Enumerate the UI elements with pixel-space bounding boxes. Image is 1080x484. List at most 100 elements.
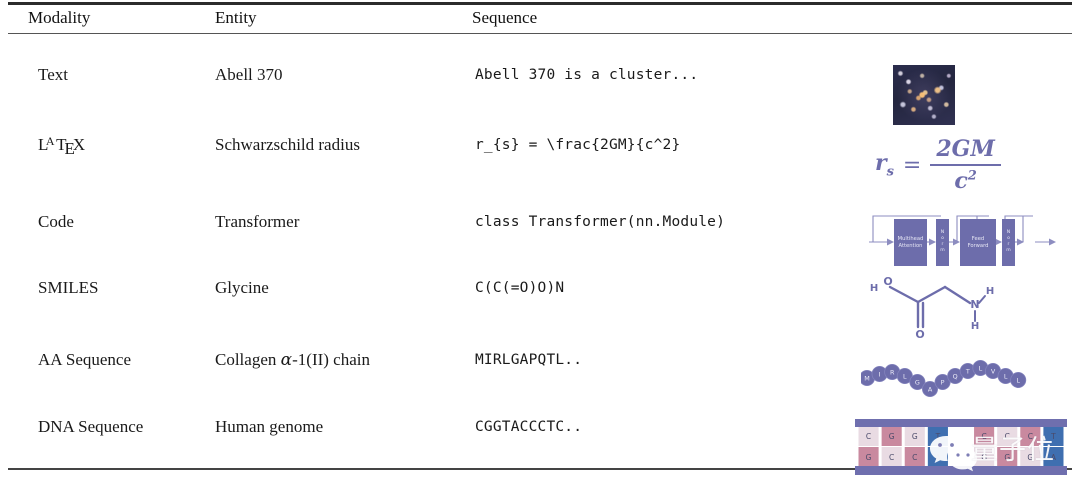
- svg-text:O: O: [883, 275, 892, 288]
- cell-sequence: CGGTACCCTC..: [475, 419, 583, 435]
- dna-base-top: [1020, 426, 1041, 446]
- cell-visual: rs = 2GM c2: [855, 132, 1077, 198]
- amino-acid-bead: [922, 381, 939, 398]
- cell-sequence: class Transformer(nn.Module): [475, 214, 726, 230]
- svg-text:H: H: [971, 321, 979, 332]
- latex-e: E: [64, 139, 75, 158]
- dna-backbone-bottom: [855, 466, 1067, 475]
- amino-acid-bead-label: A: [928, 386, 933, 394]
- table-row: Text Abell 370 Abell 370 is a cluster...: [0, 62, 1080, 128]
- latex-l: L: [38, 135, 49, 154]
- dna-base-label-top: C: [1028, 432, 1033, 441]
- cell-entity: Abell 370: [215, 65, 283, 84]
- schwarzschild-radius-formula: rs = 2GM c2: [875, 134, 1001, 196]
- amino-acid-bead-label: L: [1004, 373, 1008, 381]
- dna-base-label-bottom: C: [912, 453, 917, 462]
- dna-base-label-bottom: A: [1051, 453, 1057, 462]
- amino-acid-bead-label: Q: [953, 373, 958, 381]
- dna-base-bottom: [858, 447, 879, 467]
- formula-fraction: 2GM c2: [930, 136, 1001, 194]
- entity-alpha-symbol: α: [280, 350, 293, 370]
- formula-c: c: [954, 168, 968, 194]
- glycine-structure-diagram: O H O N H H: [865, 275, 1075, 341]
- svg-text:N: N: [1007, 229, 1010, 235]
- svg-text:N: N: [970, 298, 979, 311]
- column-header-sequence: Sequence: [472, 8, 538, 27]
- amino-acid-bead: [1010, 371, 1027, 388]
- dna-base-label-bottom: G: [1004, 453, 1010, 462]
- cell-modality: Code: [38, 212, 74, 231]
- dna-base-label-top: C: [1005, 432, 1010, 441]
- latex-t: T: [56, 135, 67, 154]
- cell-entity: Human genome: [215, 417, 324, 436]
- formula-lhs: rs: [875, 150, 894, 179]
- svg-text:m: m: [940, 248, 945, 253]
- table-header-rule: [8, 33, 1072, 35]
- dna-base-bottom: [904, 447, 925, 467]
- table-row: AA Sequence Collagen α-1(II) chain MIRLG…: [0, 347, 1080, 413]
- cell-entity: Collagen α-1(II) chain: [215, 347, 370, 373]
- column-header-modality: Modality: [28, 8, 91, 27]
- table-row: SMILES Glycine C(C(=O)O)N O H O: [0, 275, 1080, 341]
- svg-text:H: H: [986, 286, 994, 297]
- svg-text:Feed: Feed: [972, 236, 984, 242]
- latex-a: A: [45, 134, 55, 148]
- entity-prefix: Collagen: [215, 350, 281, 369]
- cell-visual: [855, 62, 1077, 128]
- cell-sequence: MIRLGAPQTL..: [475, 352, 583, 368]
- svg-text:m: m: [1006, 248, 1011, 253]
- dna-base-bottom: [1043, 447, 1064, 467]
- table-row: Code Transformer class Transformer(nn.Mo…: [0, 209, 1080, 275]
- cell-sequence: Abell 370 is a cluster...: [475, 67, 699, 83]
- dna-backbone-top: [855, 419, 1067, 427]
- formula-exponent-2: 2: [967, 168, 977, 184]
- formula-numerator: 2GM: [936, 136, 995, 162]
- dna-base-label-bottom: C: [889, 453, 894, 462]
- dna-base-top: [974, 426, 995, 446]
- abell-370-galaxy-cluster-thumbnail: [893, 65, 955, 125]
- amino-acid-bead-label: L: [903, 373, 907, 381]
- dna-base-bottom: [997, 447, 1018, 467]
- cell-entity: Transformer: [215, 212, 300, 231]
- amino-acid-bead-label: G: [915, 379, 920, 387]
- amino-acid-bead-label: P: [941, 379, 945, 387]
- cell-entity: Schwarzschild radius: [215, 135, 360, 154]
- dna-base-label-bottom: G: [866, 453, 872, 462]
- svg-text:Forward: Forward: [968, 243, 989, 249]
- dna-base-label-bottom: G: [981, 453, 987, 462]
- dna-base-top: [858, 426, 879, 446]
- cell-modality: Text: [38, 65, 68, 84]
- cell-sequence: r_{s} = \frac{2GM}{c^2}: [475, 137, 681, 153]
- cell-modality: SMILES: [38, 278, 99, 297]
- amino-acid-bead-label: T: [965, 368, 970, 376]
- svg-text:O: O: [915, 328, 924, 341]
- dna-base-label-top: T: [935, 432, 941, 441]
- formula-r: r: [875, 150, 887, 177]
- dna-base-top: [1043, 426, 1064, 446]
- dna-base-bottom: [974, 447, 995, 467]
- formula-equals: =: [902, 152, 922, 178]
- table-top-rule: [8, 2, 1072, 5]
- entity-suffix: -1(II) chain: [292, 350, 370, 369]
- dna-base-label-top: G: [889, 432, 895, 441]
- svg-text:o: o: [941, 236, 944, 241]
- formula-subscript-s: s: [886, 164, 894, 180]
- cell-entity: Glycine: [215, 278, 269, 297]
- amino-acid-bead: [909, 373, 926, 390]
- table-bottom-rule: [8, 468, 1072, 470]
- dna-base-label-top: C: [981, 432, 986, 441]
- svg-text:r: r: [1008, 241, 1010, 247]
- svg-text:N: N: [941, 229, 944, 235]
- dna-base-label-bottom: A: [935, 453, 941, 462]
- dna-base-label-top: G: [912, 432, 918, 441]
- dna-base-bottom: [1020, 447, 1041, 467]
